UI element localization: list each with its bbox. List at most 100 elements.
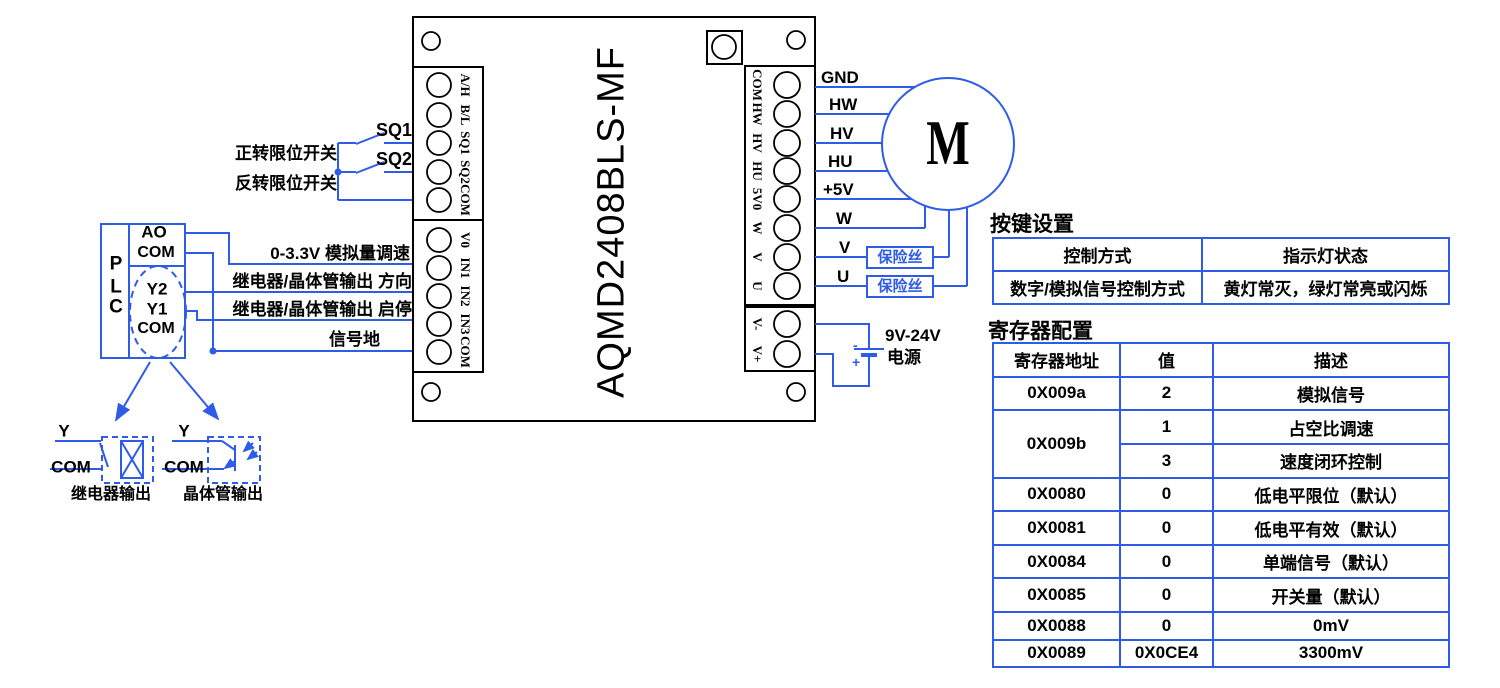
motor-label: M — [926, 107, 970, 179]
hv-label: HV — [830, 124, 854, 143]
register-address: 0X0081 — [992, 510, 1121, 546]
start-stop-wire — [185, 310, 414, 321]
fuse-box-v — [866, 246, 934, 269]
w-phase-wire — [815, 206, 926, 229]
plc-y1-label: Y1 — [146, 299, 168, 319]
relay-y-label: Y — [58, 421, 70, 441]
power-label: 电源 — [887, 348, 921, 367]
fuse-label-v: 保险丝 — [877, 249, 923, 266]
arrow-to-relay — [114, 361, 151, 422]
battery-plus-sign: + — [852, 354, 861, 370]
terminal-label: U — [750, 281, 765, 291]
u-label: U — [837, 267, 850, 286]
register-address: 0X0084 — [992, 543, 1121, 580]
transistor-y-label: Y — [178, 421, 190, 441]
analog-wire — [185, 232, 414, 265]
register-header: 描述 — [1212, 342, 1450, 378]
fuse-box-u — [866, 275, 934, 298]
table-row: 0X0081 0 低电平有效（默认） — [992, 510, 1450, 546]
register-header: 寄存器地址 — [992, 342, 1121, 378]
forward-limit-label: 正转限位开关 — [235, 144, 337, 163]
terminal-label: HU — [750, 161, 765, 181]
motor-circle — [881, 77, 1015, 211]
register-desc: 开关量（默认） — [1212, 577, 1450, 614]
relay-output-label: 继电器输出 — [70, 486, 152, 504]
key-settings-cell: 黄灯常灭，绿灯常亮或闪烁 — [1201, 270, 1450, 305]
mounting-hole — [786, 30, 806, 50]
table-row: 0X009b 1 占空比调速 — [992, 409, 1450, 479]
relay-com-label: COM — [51, 457, 91, 477]
vminus-wire — [815, 323, 870, 348]
reverse-limit-label: 反转限位开关 — [235, 174, 337, 193]
u-phase-wire — [815, 208, 968, 287]
register-value: 3 — [1119, 442, 1214, 479]
terminal-label: SQ2 — [458, 160, 473, 184]
table-row: 0X0089 0X0CE4 3300mV — [992, 638, 1450, 669]
fuse-label-u: 保险丝 — [877, 278, 923, 295]
terminal-label: HW — [750, 102, 765, 126]
plc-letter: C — [109, 296, 123, 318]
terminal-label: A/H — [458, 73, 473, 97]
junction-dot — [334, 168, 342, 176]
terminal-label: V- — [750, 317, 765, 331]
register-desc: 低电平限位（默认） — [1212, 476, 1450, 513]
table-row: 0X009a 2 模拟信号 — [992, 375, 1450, 412]
register-config-table: 寄存器地址 值 描述 0X009a 2 模拟信号 0X009b 1 占空比调速 … — [992, 342, 1450, 669]
sq1-label: SQ1 — [375, 120, 412, 140]
battery-minus-sign: - — [853, 337, 858, 353]
register-desc: 3300mV — [1212, 638, 1450, 669]
terminal-label: COM — [750, 69, 765, 101]
signal-ground-label: 信号地 — [329, 330, 380, 349]
key-settings-cell: 数字/模拟信号控制方式 — [992, 270, 1203, 305]
terminal-label: COM — [458, 336, 473, 368]
register-desc: 低电平有效（默认） — [1212, 510, 1450, 546]
vplus-wire — [815, 353, 870, 387]
start-stop-label: 继电器/晶体管输出 启停 — [232, 300, 412, 319]
terminal-label: SQ1 — [458, 131, 473, 155]
register-value: 0X0CE4 — [1119, 638, 1214, 669]
motor-wires — [815, 77, 1015, 387]
gnd-label: GND — [821, 68, 859, 87]
key-settings-table: 控制方式 指示灯状态 数字/模拟信号控制方式 黄灯常灭，绿灯常亮或闪烁 — [992, 237, 1450, 305]
register-value: 0 — [1119, 543, 1214, 580]
terminal-holes — [426, 71, 801, 368]
register-value: 0 — [1119, 510, 1214, 546]
register-value: 0 — [1119, 476, 1214, 513]
terminal-label: W — [750, 221, 765, 235]
input-wires — [185, 132, 414, 352]
plc-y2-label: Y2 — [146, 279, 168, 299]
register-value: 0 — [1119, 577, 1214, 614]
signal-ground-wire — [185, 252, 414, 352]
register-desc: 占空比调速 — [1212, 409, 1450, 445]
key-settings-title: 按键设置 — [990, 213, 1074, 236]
junction-dot — [209, 347, 217, 355]
table-row: 0X0085 0 开关量（默认） — [992, 577, 1450, 614]
analog-label: 0-3.3V 模拟量调速 — [270, 244, 410, 263]
terminal-label: IN3 — [458, 313, 473, 335]
register-desc: 0mV — [1212, 611, 1450, 641]
register-config-title: 寄存器配置 — [988, 320, 1093, 343]
plc-com-label: COM — [137, 244, 175, 262]
direction-label: 继电器/晶体管输出 方向 — [232, 272, 412, 291]
register-address: 0X009b — [992, 409, 1121, 479]
relay-output-symbol — [50, 436, 154, 484]
register-address: 0X0088 — [992, 611, 1121, 641]
register-header: 值 — [1119, 342, 1214, 378]
register-value: 2 — [1119, 375, 1214, 412]
sq1-wire — [338, 132, 414, 145]
table-row: 0X0080 0 低电平限位（默认） — [992, 476, 1450, 513]
sq2-label: SQ2 — [375, 149, 412, 169]
plc-output-ellipse — [129, 265, 187, 359]
w-label: W — [836, 209, 853, 228]
arrow-to-transistor — [169, 361, 220, 421]
register-address: 0X0080 — [992, 476, 1121, 513]
key-settings-header: 指示灯状态 — [1201, 237, 1450, 272]
mounting-hole — [786, 382, 806, 402]
transistor-output-symbol — [162, 436, 261, 484]
hw-label: HW — [829, 95, 858, 114]
table-row: 0X0088 0 0mV — [992, 611, 1450, 641]
register-desc: 速度闭环控制 — [1212, 442, 1450, 479]
hu-label: HU — [828, 152, 853, 171]
